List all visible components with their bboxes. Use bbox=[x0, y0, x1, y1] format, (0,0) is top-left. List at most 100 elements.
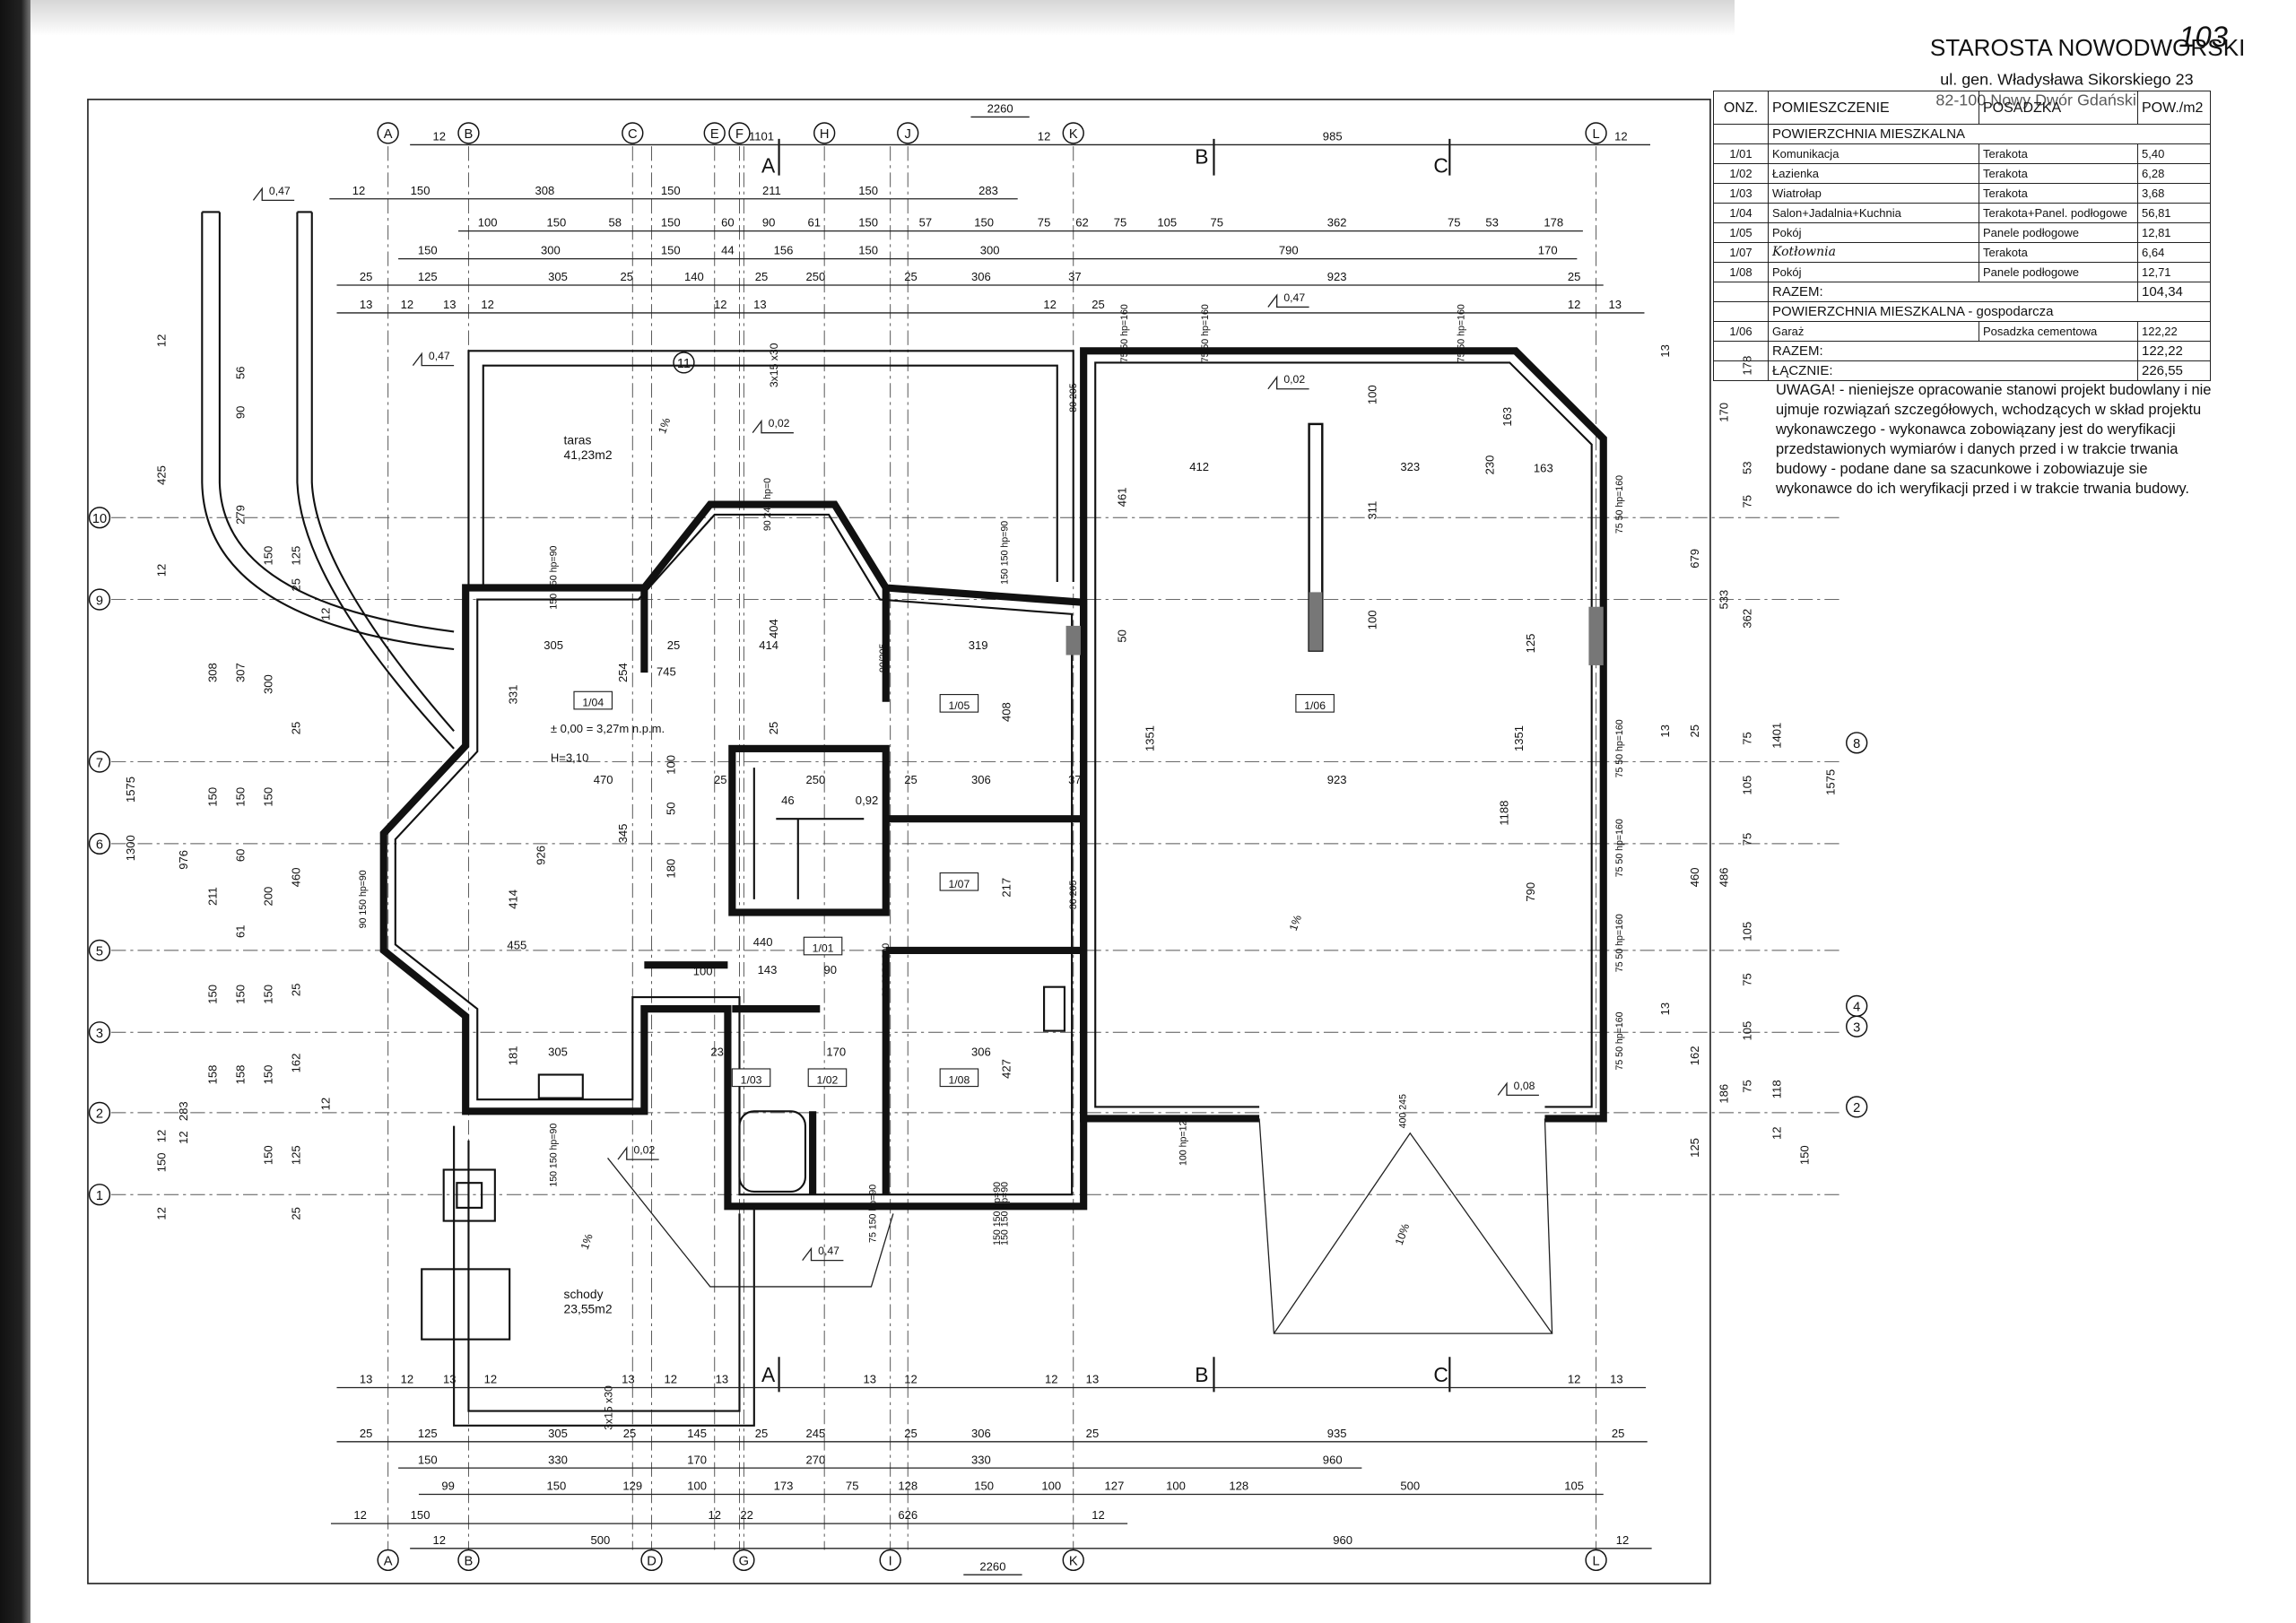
dimension-label: 150 bbox=[974, 1480, 994, 1493]
dimension-label: 105 bbox=[1741, 776, 1754, 795]
dimension-label: 173 bbox=[774, 1480, 794, 1493]
dimension-label: 427 bbox=[1000, 1059, 1013, 1079]
dimension-label: 12 bbox=[352, 184, 366, 197]
dimension-label: 923 bbox=[1327, 773, 1347, 786]
dimension-label: 99 bbox=[441, 1480, 455, 1493]
axis-bottom-label: B bbox=[465, 1555, 474, 1569]
dimension-label: 976 bbox=[177, 850, 190, 870]
dimension-label: 305 bbox=[548, 1427, 568, 1440]
section-utility: POWIERZCHNIA MIESZKALNA - gospodarcza bbox=[1768, 301, 2211, 322]
level-mark: 0,02 bbox=[1283, 373, 1305, 386]
dimension-label: 150 bbox=[234, 787, 248, 807]
dimension-label: 331 bbox=[506, 685, 519, 705]
dimension-label: 25 bbox=[714, 773, 727, 786]
dimension-label: 12 bbox=[154, 564, 168, 577]
level-mark: 0,47 bbox=[429, 350, 450, 362]
dimension-label: 44 bbox=[721, 244, 735, 257]
dimension-label: 486 bbox=[1718, 867, 1731, 887]
dimension-label: 62 bbox=[1075, 216, 1089, 230]
dimension-label: 13 bbox=[1610, 1373, 1623, 1386]
dimension-label: 345 bbox=[616, 824, 630, 844]
opening-label: 100 hp=120 bbox=[1178, 1115, 1188, 1166]
dimension-label: 150 bbox=[262, 787, 275, 807]
section-c-top: C bbox=[1433, 153, 1448, 177]
dimension-label: 25 bbox=[755, 1427, 769, 1440]
dimension-label: 12 bbox=[154, 1207, 168, 1220]
axis-left-label: 3 bbox=[96, 1027, 103, 1041]
section-living: POWIERZCHNIA MIESZKALNA bbox=[1768, 124, 2211, 144]
dimension-label: 12 bbox=[1091, 1508, 1105, 1522]
opening-label: 75 50 hp=160 bbox=[1119, 304, 1130, 362]
dimension-label: 46 bbox=[781, 794, 795, 807]
dimension-label: 170 bbox=[1718, 403, 1731, 422]
dimension-label: 129 bbox=[622, 1480, 642, 1493]
dimension-label: 425 bbox=[154, 465, 168, 485]
room-floor: Terakota bbox=[1979, 143, 2138, 164]
room-area: 6,64 bbox=[2137, 242, 2211, 263]
drawing-frame bbox=[87, 99, 1711, 1584]
datum-label: ± 0,00 = 3,27m n.p.m. bbox=[551, 722, 665, 735]
dimension-label: 985 bbox=[1323, 130, 1343, 143]
house-walls bbox=[379, 500, 1088, 1211]
dimension-label: 145 bbox=[687, 1427, 707, 1440]
dimension-label: 58 bbox=[608, 216, 622, 230]
dimension-label: 960 bbox=[1323, 1453, 1343, 1466]
dimension-label: 150 bbox=[411, 1508, 430, 1522]
dimension-label: 150 bbox=[1797, 1145, 1811, 1165]
col-header-area: POW./m2 bbox=[2137, 91, 2211, 125]
dimension-label: 408 bbox=[1000, 702, 1013, 722]
dimension-label: 211 bbox=[206, 887, 220, 906]
axis-bottom-label-bubble bbox=[1062, 1549, 1084, 1572]
opening-label: 75 50 hp=160 bbox=[1614, 719, 1625, 777]
room-floor: Terakota bbox=[1979, 163, 2138, 184]
dimension-label: 150 bbox=[858, 244, 878, 257]
curved-walkway bbox=[201, 211, 455, 750]
dimension-label: 13 bbox=[443, 298, 457, 311]
dimension-label: 75 bbox=[1741, 732, 1754, 745]
room-floor: Terakota+Panel. podłogowe bbox=[1979, 203, 2138, 223]
stamp-office: STAROSTA NOWODWORSKI bbox=[1930, 34, 2246, 61]
dimension-label: 1188 bbox=[1498, 801, 1511, 826]
room-id: 1/03 bbox=[1713, 183, 1769, 204]
slope-mark: 1% bbox=[578, 1232, 596, 1251]
dimension-label: 25 bbox=[1091, 298, 1105, 311]
dimension-label: 125 bbox=[418, 270, 438, 283]
room-name: Komunikacja bbox=[1768, 143, 1979, 164]
dimension-label: 178 bbox=[1544, 216, 1563, 230]
section-a-top: A bbox=[761, 153, 776, 177]
dimension-label: 12 bbox=[481, 298, 494, 311]
axis-top-label-bubble bbox=[728, 122, 751, 144]
dimension-label: 500 bbox=[590, 1533, 610, 1547]
dimension-label: 25 bbox=[360, 270, 373, 283]
dimension-label: 150 bbox=[411, 184, 430, 197]
axis-bottom-label: G bbox=[739, 1555, 749, 1569]
room-floor: Posadzka cementowa bbox=[1979, 321, 2138, 342]
dimension-label: 1300 bbox=[124, 835, 137, 861]
axis-top-label-bubble bbox=[703, 122, 726, 144]
dimension-label: 100 bbox=[687, 1480, 707, 1493]
room-id: 1/08 bbox=[1713, 262, 1769, 282]
opening-label: 75 50 hp=160 bbox=[1614, 914, 1625, 972]
dimension-label: 90 bbox=[762, 216, 776, 230]
dimension-label: 414 bbox=[759, 638, 778, 652]
dimension-label: 163 bbox=[1500, 407, 1514, 427]
dimension-label: 300 bbox=[980, 244, 1000, 257]
dimension-label: 1575 bbox=[124, 777, 137, 803]
dimension-label: 75 bbox=[1741, 973, 1754, 986]
dimension-label: 75 bbox=[1741, 833, 1754, 846]
dimension-label: 150 bbox=[262, 985, 275, 1004]
dimension-label: 12 bbox=[401, 1373, 414, 1386]
axis-bottom-label: K bbox=[1069, 1555, 1078, 1569]
dimension-label: 1401 bbox=[1770, 723, 1783, 749]
axis-left-label-bubble bbox=[88, 1021, 111, 1044]
dimension-label: 170 bbox=[1538, 244, 1558, 257]
dimension-label: 25 bbox=[1086, 1427, 1100, 1440]
dimension-label: 25 bbox=[623, 1427, 637, 1440]
dimension-label: 283 bbox=[978, 184, 998, 197]
axis-top-label-bubble bbox=[813, 122, 836, 144]
dimension-label: 61 bbox=[807, 216, 821, 230]
dimension-label: 150 bbox=[858, 184, 878, 197]
dimension-label: 37 bbox=[1068, 773, 1082, 786]
